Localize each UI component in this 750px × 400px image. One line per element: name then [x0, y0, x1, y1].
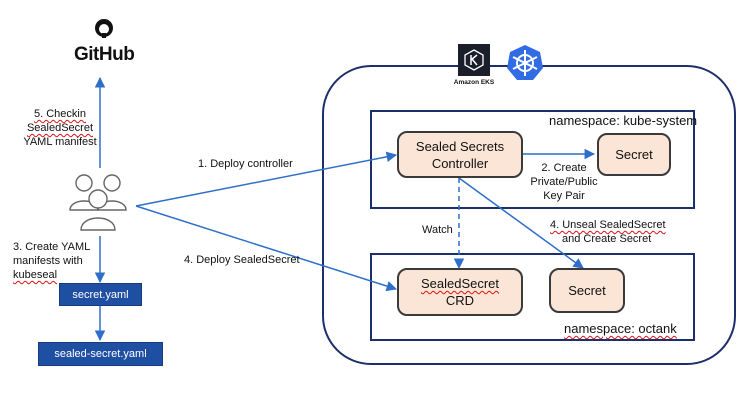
namespace-kube-system-label: namespace: kube-system [549, 113, 698, 128]
label-step3-line1: 3. Create YAML [13, 241, 91, 253]
label-step4b-line1: 4. Unseal SealedSecret [550, 218, 666, 232]
label-step5-line3: YAML manifest [23, 136, 97, 148]
amazon-eks-icon: Amazon EKS [451, 44, 497, 94]
label-step5-line2: SealedSecret [26, 122, 94, 134]
label-step2-line2: Private/Public [530, 176, 598, 188]
sealed-secrets-controller-node: Sealed Secrets Controller [397, 131, 523, 178]
github-label: GitHub [74, 44, 135, 65]
eks-k-icon [464, 49, 484, 71]
crd-line1: SealedSecret [420, 276, 500, 291]
arrow-unseal [458, 177, 584, 269]
arrow-deploy-controller [135, 151, 398, 207]
label-step4a: 4. Deploy SealedSecret [184, 254, 300, 266]
namespace-octank-label: namespace: octank [564, 321, 677, 336]
github-logo: GitHub [74, 18, 135, 70]
sealed-secret-yaml-file: sealed-secret.yaml [38, 342, 163, 366]
label-step2: 2. Create Private/Public Key Pair [524, 161, 604, 203]
secret-yaml-file: secret.yaml [59, 283, 142, 306]
users-icon [69, 174, 127, 231]
label-step4b: 4. Unseal SealedSecret and Create Secret [550, 218, 666, 246]
github-octocat-icon [95, 19, 113, 38]
secret-node-octank: Secret [549, 268, 625, 313]
label-step5-line1: 5. Checkin [34, 108, 86, 120]
controller-line2: Controller [431, 155, 489, 171]
label-step4b-line1-text: 4. Unseal SealedSecret [550, 219, 666, 231]
controller-line1: Sealed Secrets [415, 138, 505, 154]
label-step3-line2: manifests with [13, 255, 83, 267]
label-watch: Watch [422, 224, 453, 236]
secret-node-kube-system: Secret [597, 133, 671, 176]
namespace-octank-box [370, 253, 695, 341]
sealedsecret-crd-node: SealedSecret CRD [397, 268, 523, 316]
label-step1: 1. Deploy controller [198, 158, 293, 170]
eks-glyph [458, 44, 490, 76]
kubernetes-icon [507, 45, 543, 80]
eks-label: Amazon EKS [453, 79, 495, 86]
label-step3-line3: kubeseal [13, 269, 58, 281]
label-step2-line3: Key Pair [543, 190, 585, 202]
label-step4b-line2: and Create Secret [562, 233, 652, 245]
arrow-deploy-sealedsecret [135, 205, 398, 292]
label-step2-line1: 2. Create [541, 162, 587, 174]
crd-line2: CRD [445, 293, 475, 308]
label-step5: 5. Checkin SealedSecret YAML manifest [20, 107, 100, 149]
label-step3: 3. Create YAML manifests with kubeseal [13, 240, 103, 282]
